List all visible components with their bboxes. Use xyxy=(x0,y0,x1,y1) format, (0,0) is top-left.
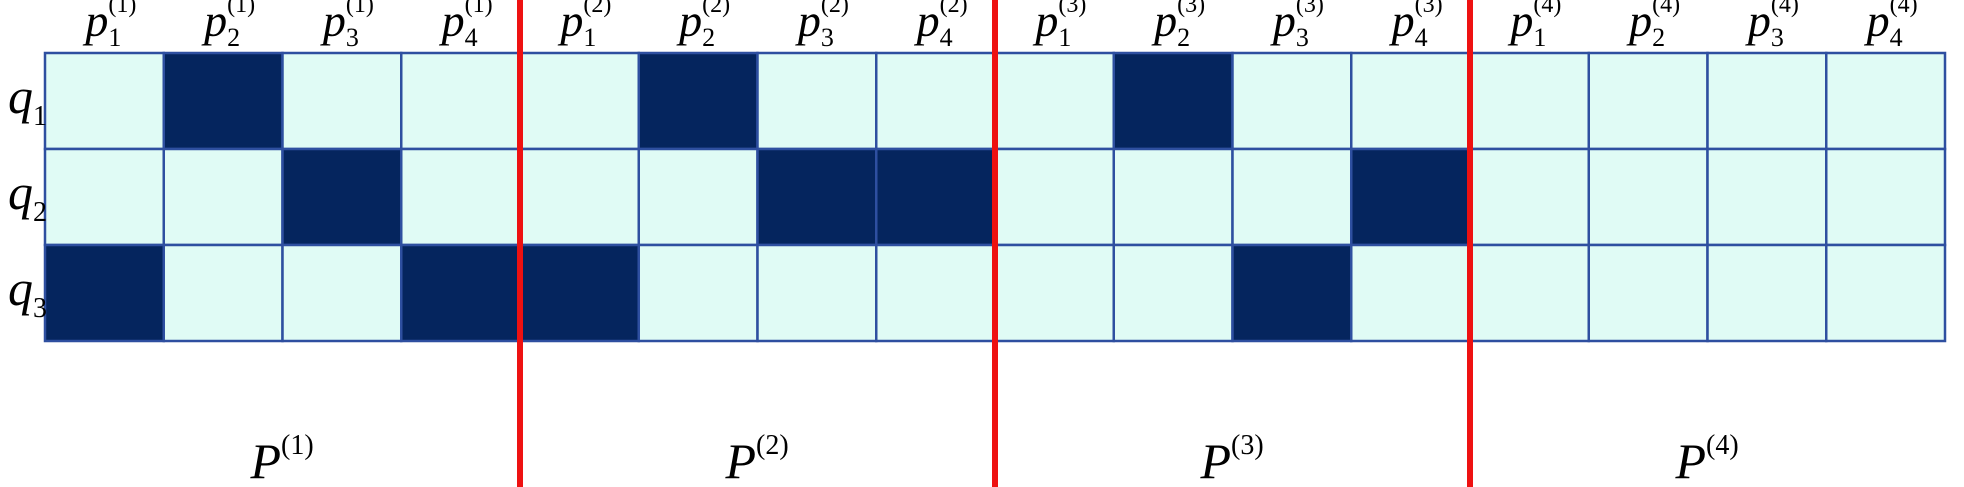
matrix-cell-filled xyxy=(281,147,403,247)
column-label: p1(3) xyxy=(1032,0,1086,52)
column-label: p2(3) xyxy=(1151,0,1205,52)
group-labels: P(1) P(2) P(3) P(4) xyxy=(250,430,1739,487)
group-label: P(2) xyxy=(725,430,789,487)
matrix-cell-empty xyxy=(993,147,1115,247)
matrix-cell-empty xyxy=(1350,51,1472,151)
matrix-cell-empty xyxy=(1468,243,1590,343)
column-label: p2(4) xyxy=(1626,0,1680,52)
matrix-cells xyxy=(43,51,1947,343)
matrix-cell-empty xyxy=(637,243,759,343)
column-label: p3(4) xyxy=(1745,0,1799,52)
matrix-cell-empty xyxy=(1231,147,1353,247)
matrix-cell-empty xyxy=(1468,51,1590,151)
group-separators xyxy=(517,0,1473,487)
matrix-cell-empty xyxy=(162,243,284,343)
matrix-cell-empty xyxy=(1468,147,1590,247)
matrix-cell-empty xyxy=(518,147,640,247)
column-label: p4(2) xyxy=(914,0,968,52)
column-label: p4(4) xyxy=(1864,0,1918,52)
matrix-cell-empty xyxy=(1706,51,1828,151)
matrix-cell-empty xyxy=(1587,147,1709,247)
column-labels: p1(1) p2(1) p3(1) p4(1) p1(2) p2(2) p3(2) p4(2)… xyxy=(82,0,1917,52)
matrix-cell-empty xyxy=(43,147,165,247)
row-labels: q1 q2 q3 xyxy=(8,68,47,324)
matrix-cell-empty xyxy=(875,51,997,151)
matrix-cell-empty xyxy=(1706,243,1828,343)
matrix-cell-filled xyxy=(875,147,997,247)
column-label: p1(4) xyxy=(1507,0,1561,52)
matrix-cell-filled xyxy=(43,243,165,343)
matrix-cell-empty xyxy=(281,243,403,343)
matrix-cell-filled xyxy=(518,243,640,343)
group-label: P(1) xyxy=(250,430,314,487)
matrix-cell-empty xyxy=(993,243,1115,343)
matrix-cell-filled xyxy=(400,243,522,343)
row-label: q1 xyxy=(8,68,47,132)
column-label: p3(3) xyxy=(1270,0,1324,52)
matrix-cell-empty xyxy=(1587,243,1709,343)
matrix-cell-empty xyxy=(875,243,997,343)
column-label: p2(2) xyxy=(676,0,730,52)
matrix-cell-empty xyxy=(1112,243,1234,343)
row-label: q2 xyxy=(8,164,47,228)
matrix-cell-empty xyxy=(1825,147,1947,247)
matrix-cell-empty xyxy=(1587,51,1709,151)
matrix-cell-empty xyxy=(993,51,1115,151)
column-label: p3(2) xyxy=(795,0,849,52)
column-label: p4(3) xyxy=(1389,0,1443,52)
column-label: p4(1) xyxy=(439,0,493,52)
matrix-cell-filled xyxy=(756,147,878,247)
matrix-cell-empty xyxy=(637,147,759,247)
matrix-cell-empty xyxy=(43,51,165,151)
column-label: p1(2) xyxy=(557,0,611,52)
matrix-cell-empty xyxy=(1825,51,1947,151)
matrix-cell-empty xyxy=(1706,147,1828,247)
matrix-cell-filled xyxy=(637,51,759,151)
matrix-cell-empty xyxy=(281,51,403,151)
matrix-cell-empty xyxy=(162,147,284,247)
row-label: q3 xyxy=(8,260,47,324)
matrix-cell-empty xyxy=(400,147,522,247)
matrix-cell-empty xyxy=(1825,243,1947,343)
matrix-cell-empty xyxy=(756,243,878,343)
matrix-cell-empty xyxy=(1112,147,1234,247)
matrix-cell-empty xyxy=(518,51,640,151)
column-label: p3(1) xyxy=(320,0,374,52)
matrix-cell-empty xyxy=(1350,243,1472,343)
group-label: P(4) xyxy=(1675,430,1739,487)
matrix-cell-empty xyxy=(1231,51,1353,151)
column-label: p2(1) xyxy=(201,0,255,52)
matrix-cell-filled xyxy=(162,51,284,151)
matrix-cell-filled xyxy=(1112,51,1234,151)
group-label: P(3) xyxy=(1200,430,1264,487)
matrix-cell-empty xyxy=(400,51,522,151)
matrix-cell-empty xyxy=(756,51,878,151)
column-label: p1(1) xyxy=(82,0,136,52)
matrix-cell-filled xyxy=(1350,147,1472,247)
matrix-cell-filled xyxy=(1231,243,1353,343)
